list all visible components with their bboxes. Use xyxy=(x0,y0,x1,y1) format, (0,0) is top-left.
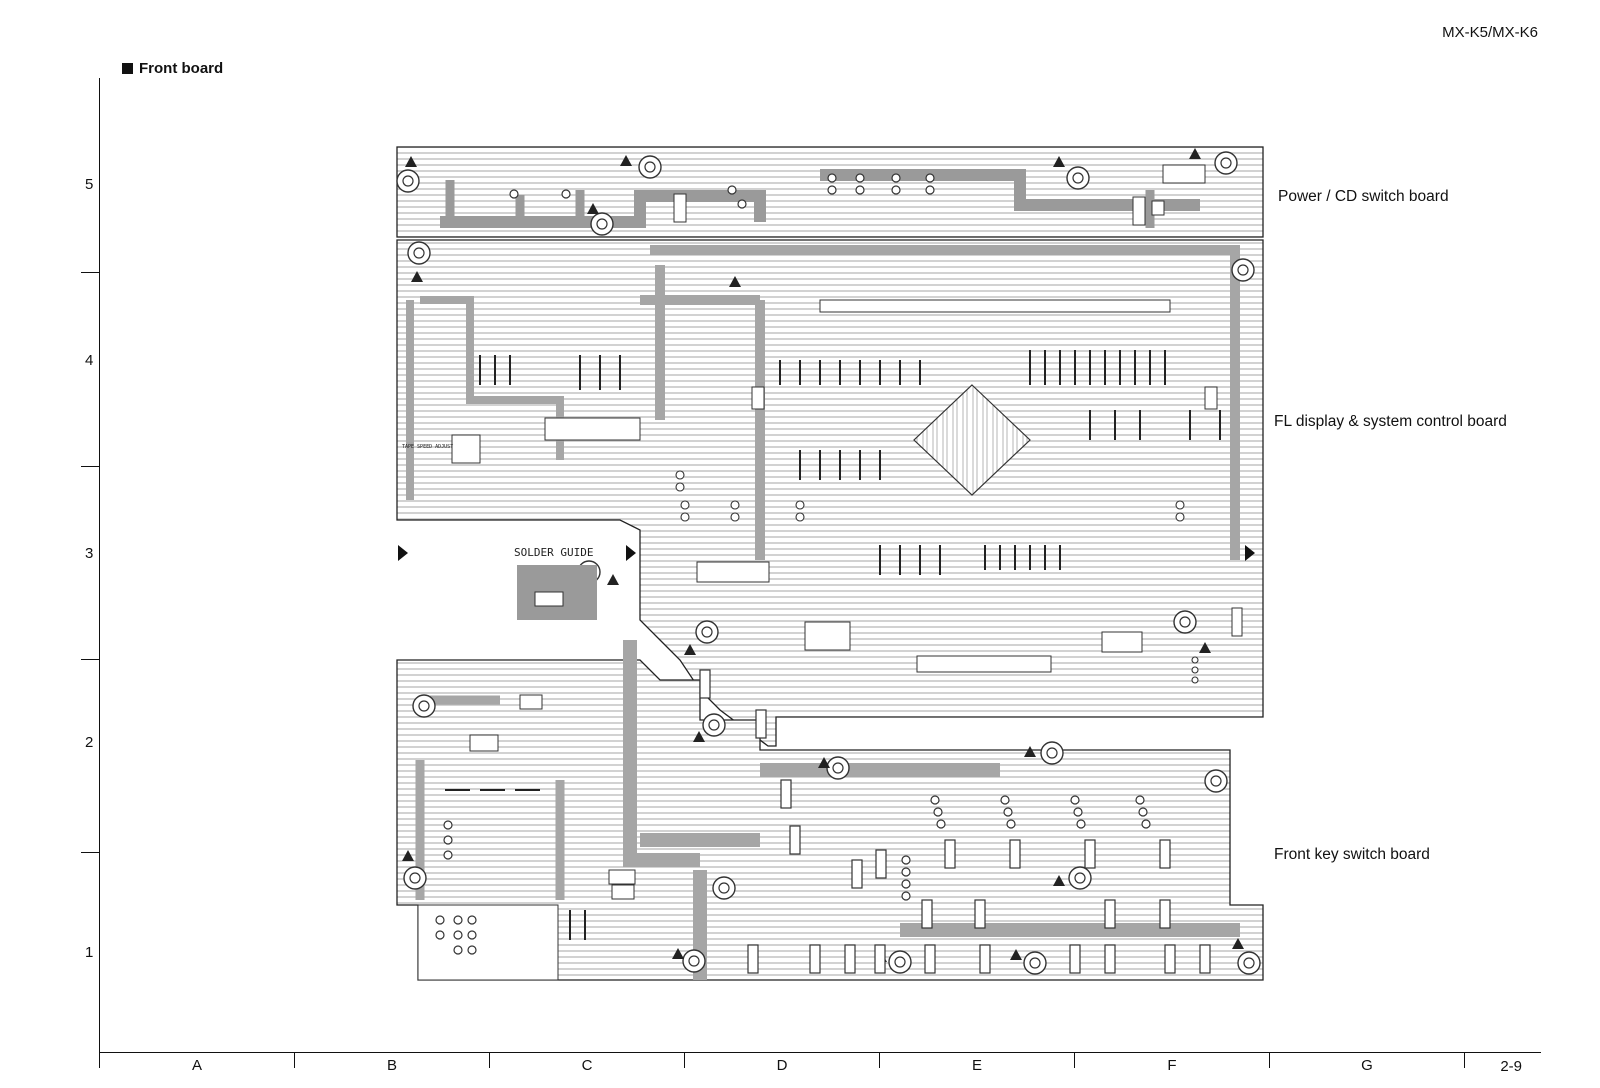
board-label-fl-display: FL display & system control board xyxy=(1274,413,1507,430)
grid-left-border xyxy=(99,78,100,1053)
grid-col-tick xyxy=(294,1052,295,1068)
section-title: Front board xyxy=(139,60,224,77)
grid-col-label: C xyxy=(581,1057,593,1074)
board-label-power-cd: Power / CD switch board xyxy=(1278,188,1449,205)
grid-col-tick xyxy=(1464,1052,1465,1068)
grid-col-label: D xyxy=(776,1057,788,1074)
power-cd-board-outline xyxy=(396,146,1264,238)
model-number: MX-K5/MX-K6 xyxy=(1442,24,1538,41)
grid-row-label: 3 xyxy=(85,545,94,562)
section-heading: Front board xyxy=(122,60,223,77)
grid-col-label: E xyxy=(971,1057,982,1074)
grid-col-tick xyxy=(99,1052,100,1068)
grid-col-tick xyxy=(489,1052,490,1068)
grid-col-tick xyxy=(1269,1052,1270,1068)
grid-row-label: 5 xyxy=(85,176,94,193)
page-number: 2-9 xyxy=(1500,1058,1522,1075)
grid-col-label: G xyxy=(1361,1057,1373,1074)
grid-row-label: 4 xyxy=(85,352,94,369)
fl-display-board-outline: SOLDER GUIDE TAPE SPEED ADJUST xyxy=(396,239,1264,747)
grid-col-label: F xyxy=(1167,1057,1177,1074)
bullet-square-icon xyxy=(122,63,133,74)
grid-col-label: A xyxy=(191,1057,202,1074)
solder-guide-label: SOLDER GUIDE xyxy=(514,546,593,559)
grid-col-tick xyxy=(879,1052,880,1068)
grid-row-label: 1 xyxy=(85,944,94,961)
grid-row-label: 2 xyxy=(85,734,94,751)
tape-speed-adjust-label: TAPE SPEED ADJUST xyxy=(402,444,453,450)
grid-row-tick xyxy=(81,852,99,853)
grid-bottom-border xyxy=(99,1052,1541,1053)
grid-row-tick xyxy=(81,659,99,660)
board-label-front-key: Front key switch board xyxy=(1274,846,1430,863)
grid-col-label: B xyxy=(386,1057,397,1074)
grid-col-tick xyxy=(1074,1052,1075,1068)
front-key-board-outline xyxy=(396,640,1264,981)
grid-row-tick xyxy=(81,272,99,273)
grid-row-tick xyxy=(81,466,99,467)
grid-col-tick xyxy=(684,1052,685,1068)
